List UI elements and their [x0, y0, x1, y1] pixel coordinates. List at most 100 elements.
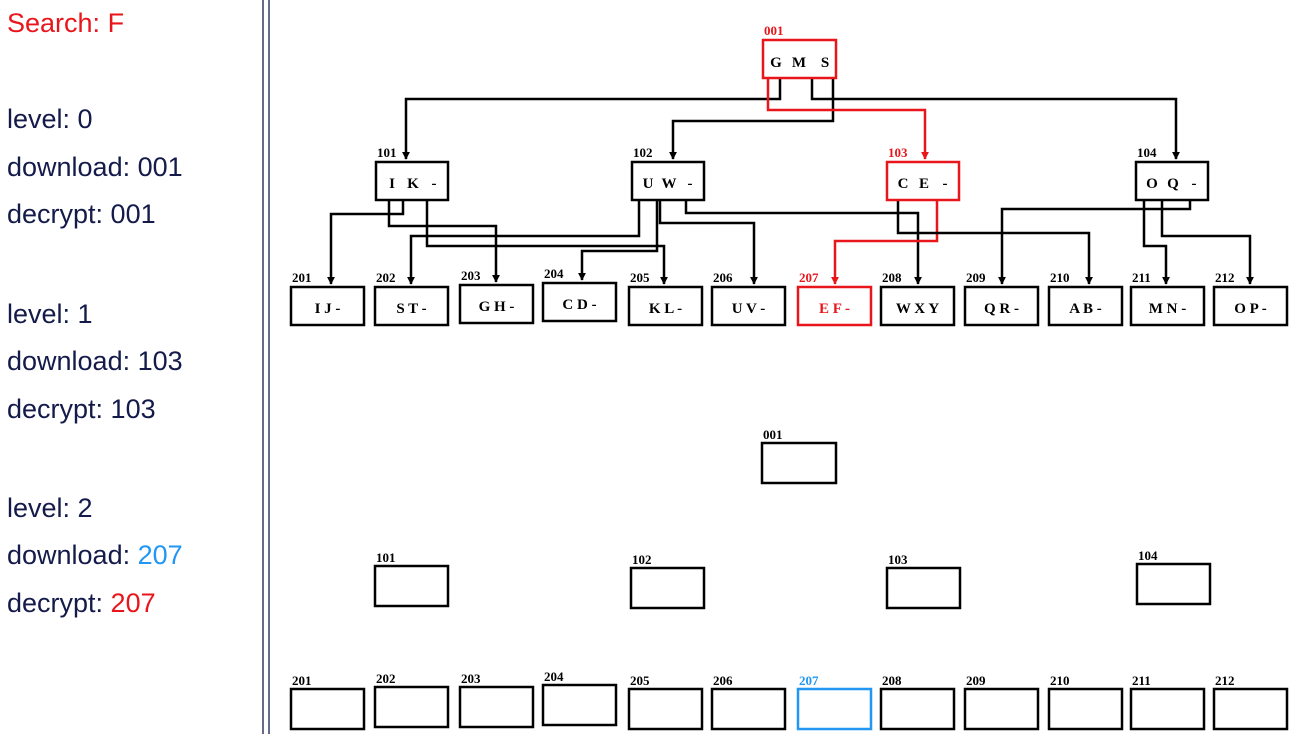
search-status-panel: Search: F level: 0 download: 001 decrypt… — [0, 0, 262, 734]
storage-210: 210 — [1047, 673, 1124, 731]
storage-209: 209 — [963, 673, 1040, 731]
node-211-id: 211 — [1132, 270, 1151, 285]
key-label: - — [688, 176, 693, 192]
edge-102-206 — [658, 200, 758, 285]
step-2-decrypt: decrypt: 207 — [7, 588, 156, 618]
node-001-id: 001 — [764, 23, 784, 38]
node-208-id: 208 — [882, 270, 902, 285]
leaf-keys: G H - — [479, 299, 515, 315]
edge-102-208 — [684, 200, 922, 285]
storage-203-id: 203 — [461, 671, 481, 686]
key-label: U — [643, 176, 654, 192]
storage-204: 204 — [541, 669, 618, 727]
storage-205: 205 — [627, 673, 704, 731]
key-label: O — [1146, 176, 1158, 192]
node-206-box — [710, 285, 787, 327]
edge-001-102 — [669, 78, 835, 160]
edge-104-209 — [998, 200, 1192, 285]
step-0-level: level: 0 — [7, 104, 93, 134]
node-102-id: 102 — [633, 145, 653, 160]
node-211-box — [1129, 285, 1206, 327]
storage-211-box — [1129, 687, 1206, 731]
storage-201-box — [289, 687, 366, 731]
node-207-id: 207 — [799, 270, 819, 285]
storage-001-box — [760, 441, 838, 485]
storage-207-box — [796, 687, 873, 731]
edge-001-103 — [766, 78, 929, 160]
node-210-id: 210 — [1050, 270, 1070, 285]
leaf-keys: U V - — [732, 301, 766, 317]
key-label: S — [821, 55, 829, 71]
node-103-id: 103 — [888, 145, 908, 160]
leaf-keys: A B - — [1069, 301, 1102, 317]
node-203-box — [458, 283, 535, 325]
leaf-keys: E F - — [819, 301, 850, 317]
edge-103-210 — [896, 200, 1093, 285]
node-201-id: 201 — [292, 270, 312, 285]
leaf-keys: I J - — [315, 301, 341, 317]
node-206-id: 206 — [713, 270, 733, 285]
storage-207-id: 207 — [799, 673, 819, 688]
node-201-box — [289, 285, 366, 327]
leaf-keys: C D - — [562, 297, 596, 313]
edge-102-204 — [578, 200, 659, 281]
storage-104-box — [1135, 562, 1212, 606]
node-209-id: 209 — [966, 270, 986, 285]
node-212-box — [1212, 285, 1289, 327]
decrypt-value: 103 — [110, 394, 156, 424]
node-204-id: 204 — [544, 266, 564, 281]
storage-202-id: 202 — [376, 671, 396, 686]
storage-101-box — [373, 564, 450, 608]
storage-202-box — [373, 685, 450, 729]
node-210: 210 A B - — [1047, 270, 1124, 327]
storage-001-id: 001 — [763, 427, 783, 442]
storage-203: 203 — [458, 671, 535, 729]
node-207-box — [796, 285, 873, 327]
decrypt-label: decrypt: — [7, 588, 111, 618]
edge-101-205 — [425, 200, 668, 285]
storage-104-id: 104 — [1138, 548, 1158, 563]
storage-212-box — [1212, 687, 1289, 731]
leaf-keys: K L - — [649, 301, 682, 317]
node-210-box — [1047, 285, 1124, 327]
storage-204-id: 204 — [544, 669, 564, 684]
node-001-box — [761, 38, 838, 80]
storage-206: 206 — [710, 673, 787, 731]
storage-210-id: 210 — [1050, 673, 1070, 688]
leaf-keys: W X Y — [896, 301, 940, 317]
download-label: download: — [7, 152, 138, 182]
node-209: 209 Q R - — [963, 270, 1040, 327]
node-101-id: 101 — [377, 145, 397, 160]
leaf-keys: Q R - — [984, 301, 1019, 317]
download-label: download: — [7, 346, 138, 376]
node-208-box — [879, 285, 956, 327]
storage-206-box — [710, 687, 787, 731]
storage-210-box — [1047, 687, 1124, 731]
storage-101: 101 — [373, 550, 450, 608]
leaf-keys: S T - — [396, 301, 426, 317]
node-204-box — [541, 281, 618, 323]
storage-204-box — [541, 683, 618, 727]
download-value: 001 — [137, 152, 183, 182]
edge-101-203 — [387, 200, 500, 283]
key-label: Q — [1167, 176, 1179, 192]
storage-208-box — [879, 687, 956, 731]
node-208: 208 W X Y — [879, 270, 956, 327]
node-204: 204 C D - — [541, 266, 618, 323]
key-label: - — [943, 176, 948, 192]
storage-205-id: 205 — [630, 673, 650, 688]
decrypt-label: decrypt: — [7, 199, 111, 229]
decrypt-label: decrypt: — [7, 394, 111, 424]
node-102-box — [630, 160, 706, 202]
key-label: - — [432, 176, 437, 192]
tree-edges — [327, 78, 1254, 285]
storage-102-box — [629, 566, 706, 610]
